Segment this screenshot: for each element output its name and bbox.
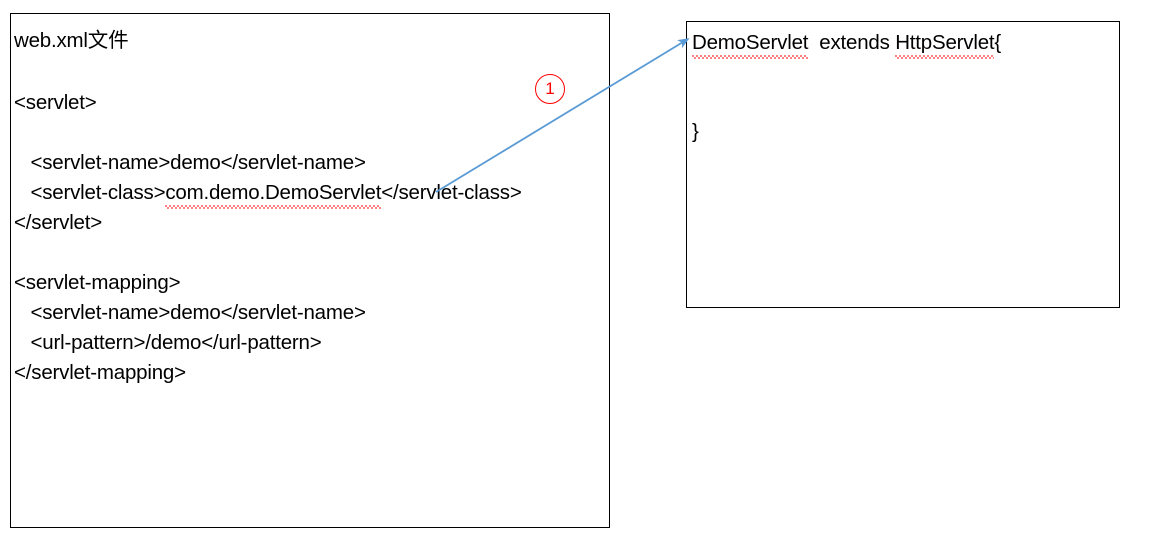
class-name: DemoServlet (692, 28, 809, 59)
mapping-url-pattern-line: <url-pattern>/demo</url-pattern> (14, 331, 322, 354)
servlet-definition-block: <servlet-name>demo</servlet-name> <servl… (14, 148, 522, 238)
mapping-servlet-name-line: <servlet-name>demo</servlet-name> (14, 301, 366, 324)
open-brace: { (994, 31, 1002, 54)
servlet-name-line: <servlet-name>demo</servlet-name> (14, 151, 366, 174)
servlet-close-tag: </servlet> (14, 211, 103, 234)
servlet-mapping-close-tag: </servlet-mapping> (14, 361, 186, 384)
servlet-mapping-open-tag: <servlet-mapping> (14, 271, 181, 294)
callout-marker-1: 1 (535, 74, 565, 104)
class-declaration-line: DemoServlet extends HttpServlet{ (692, 28, 1002, 59)
servlet-class-value: com.demo.DemoServlet (165, 178, 381, 209)
closing-brace: } (692, 120, 699, 143)
extends-keyword: extends (808, 31, 896, 54)
servlet-class-prefix: <servlet-class> (14, 181, 166, 204)
servlet-class-suffix: </servlet-class> (381, 181, 522, 204)
web-xml-title: web.xml文件 (14, 29, 129, 52)
servlet-mapping-block: <servlet-mapping> <servlet-name>demo</se… (14, 268, 366, 388)
servlet-open-tag: <servlet> (14, 91, 97, 114)
superclass-name: HttpServlet (895, 28, 995, 59)
servlet-class-panel (686, 21, 1120, 308)
